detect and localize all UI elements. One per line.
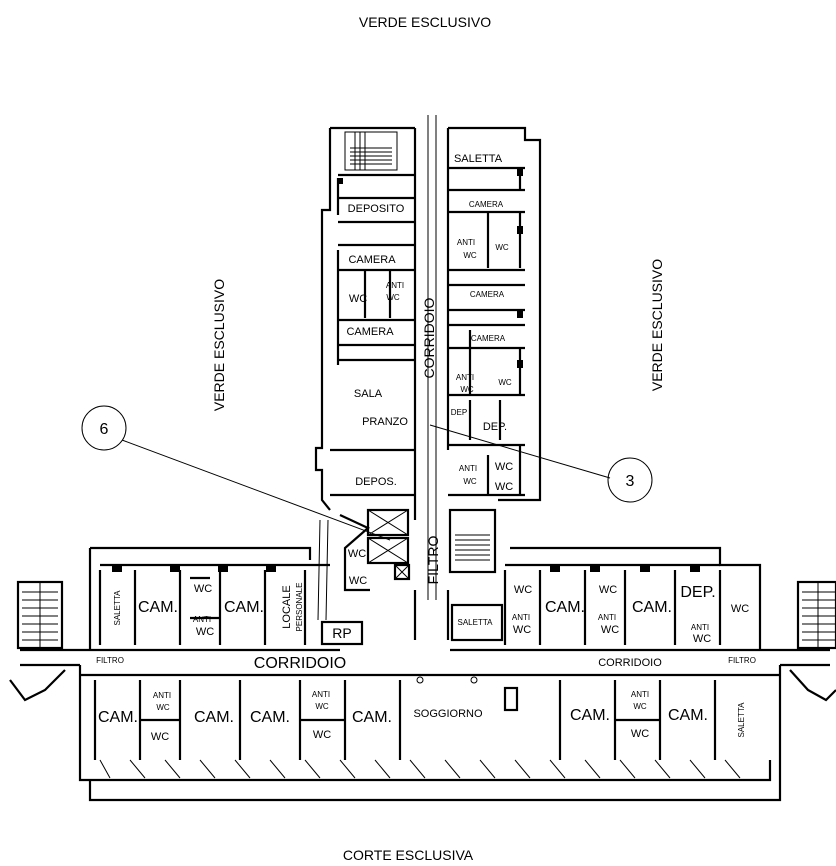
label-saletta: SALETTA xyxy=(113,590,122,626)
south-building-walls xyxy=(20,546,830,802)
label-cam-3: CAM. xyxy=(250,709,290,726)
label-deposito: DEPOSITO xyxy=(348,203,405,215)
bottom-row-labels: CAM. ANTI WC WC CAM. CAM. ANTI WC WC CAM… xyxy=(98,690,746,743)
label-cam-2: CAM. xyxy=(194,709,234,726)
label-cam-1: CAM. xyxy=(98,709,138,726)
label-locale: LOCALE xyxy=(281,585,293,628)
label-corridor-main: CORRIDOIO xyxy=(254,655,346,672)
label-wc-4: WC xyxy=(349,575,367,587)
label-anti: ANTI xyxy=(457,238,475,247)
label-wc-3: WC xyxy=(315,702,329,711)
label-filtro-right: FILTRO xyxy=(728,656,756,665)
label-wc-6: WC xyxy=(631,728,649,740)
label-wc-2: WC xyxy=(151,731,169,743)
label-wc-c: WC xyxy=(460,385,474,394)
callout-leaders xyxy=(121,424,611,541)
label-saletta: SALETTA xyxy=(458,618,494,627)
label-soggiorno: SOGGIORNO xyxy=(413,708,483,720)
label-wc-3: WC xyxy=(348,548,366,560)
label-anti-3: ANTI xyxy=(459,464,477,473)
label-cam-2: CAM. xyxy=(224,599,264,616)
label-filtro-left: FILTRO xyxy=(96,656,124,665)
label-wc-5: WC xyxy=(731,603,749,615)
label-wc-a: WC xyxy=(349,293,367,305)
label-dep-2: DEP. xyxy=(483,421,507,433)
south-right-labels: SALETTA WC ANTI WC CAM. WC ANTI WC CAM. … xyxy=(458,584,750,645)
label-personale: PERSONALE xyxy=(295,583,304,632)
label-bottom-area: CORTE ESCLUSIVA xyxy=(343,847,474,863)
label-cam-4: CAM. xyxy=(352,709,392,726)
label-camera-2: CAMERA xyxy=(470,290,505,299)
label-anti-3: ANTI xyxy=(631,690,649,699)
label-wc-b: WC xyxy=(386,293,400,302)
label-depos: DEPOS. xyxy=(355,476,397,488)
north-wing-left-labels: DEPOSITO CAMERA ANTI WC WC CAMERA SALA P… xyxy=(346,203,408,488)
callout-circle-6 xyxy=(81,405,127,451)
callout-3: 3 xyxy=(626,473,635,490)
label-wc-e: WC xyxy=(463,477,477,486)
label-wc-3: WC xyxy=(599,584,617,596)
label-rp: RP xyxy=(332,625,351,641)
label-saletta: SALETTA xyxy=(454,153,503,165)
label-wc-1: WC xyxy=(156,703,170,712)
label-camera-3: CAMERA xyxy=(471,334,506,343)
label-wc-1: WC xyxy=(194,583,212,595)
label-camera-1: CAMERA xyxy=(348,254,396,266)
label-right-area: VERDE ESCLUSIVO xyxy=(649,259,665,391)
label-wc-b: WC xyxy=(495,243,509,252)
label-anti: ANTI xyxy=(386,281,404,290)
label-camera-1: CAMERA xyxy=(469,200,504,209)
lift-core xyxy=(317,508,497,640)
label-wc-f: WC xyxy=(495,461,513,473)
label-anti-2: ANTI xyxy=(598,613,616,622)
label-wc-g: WC xyxy=(495,481,513,493)
north-wing-right-labels: SALETTA CAMERA ANTI WC WC CAMERA CAMERA … xyxy=(451,153,513,493)
label-cam-2: CAM. xyxy=(632,599,672,616)
label-cam-6: CAM. xyxy=(668,707,708,724)
label-anti-1: ANTI xyxy=(153,691,171,700)
label-cam-5: CAM. xyxy=(570,707,610,724)
label-wc-2: WC xyxy=(513,624,531,636)
south-left-labels: SALETTA CAM. WC ANTI WC CAM. LOCALE PERS… xyxy=(113,548,367,641)
label-wc-4: WC xyxy=(313,729,331,741)
label-corridor-right: CORRIDOIO xyxy=(598,657,662,669)
label-anti-2: ANTI xyxy=(312,690,330,699)
label-anti-2: ANTI xyxy=(456,373,474,382)
callout-6: 6 xyxy=(100,421,109,438)
label-anti-3: ANTI xyxy=(691,623,709,632)
label-wc-4: WC xyxy=(601,624,619,636)
end-stairs xyxy=(9,580,836,702)
label-cam-1: CAM. xyxy=(138,599,178,616)
label-pranzo: PRANZO xyxy=(362,416,408,428)
label-top-area: VERDE ESCLUSIVO xyxy=(359,14,491,30)
label-anti-1: ANTI xyxy=(193,615,211,624)
label-wc-2: WC xyxy=(196,626,214,638)
label-dep-1: DEP xyxy=(451,408,467,417)
label-left-area: VERDE ESCLUSIVO xyxy=(211,279,227,411)
label-corridor-vertical: CORRIDOIO xyxy=(421,297,437,378)
label-wc-5: WC xyxy=(633,702,647,711)
label-filtro-vertical: FILTRO xyxy=(425,536,441,585)
label-wc-a: WC xyxy=(463,251,477,260)
label-camera-2: CAMERA xyxy=(346,326,394,338)
label-wc-d: WC xyxy=(498,378,512,387)
label-saletta: SALETTA xyxy=(737,702,746,738)
label-cam-1: CAM. xyxy=(545,599,585,616)
label-wc-1: WC xyxy=(514,584,532,596)
label-dep: DEP. xyxy=(680,584,715,601)
north-wing-walls xyxy=(314,115,542,600)
callout-circle-3 xyxy=(607,457,653,503)
label-anti-1: ANTI xyxy=(512,613,530,622)
label-sala: SALA xyxy=(354,388,383,400)
label-wc-6: WC xyxy=(693,633,711,645)
